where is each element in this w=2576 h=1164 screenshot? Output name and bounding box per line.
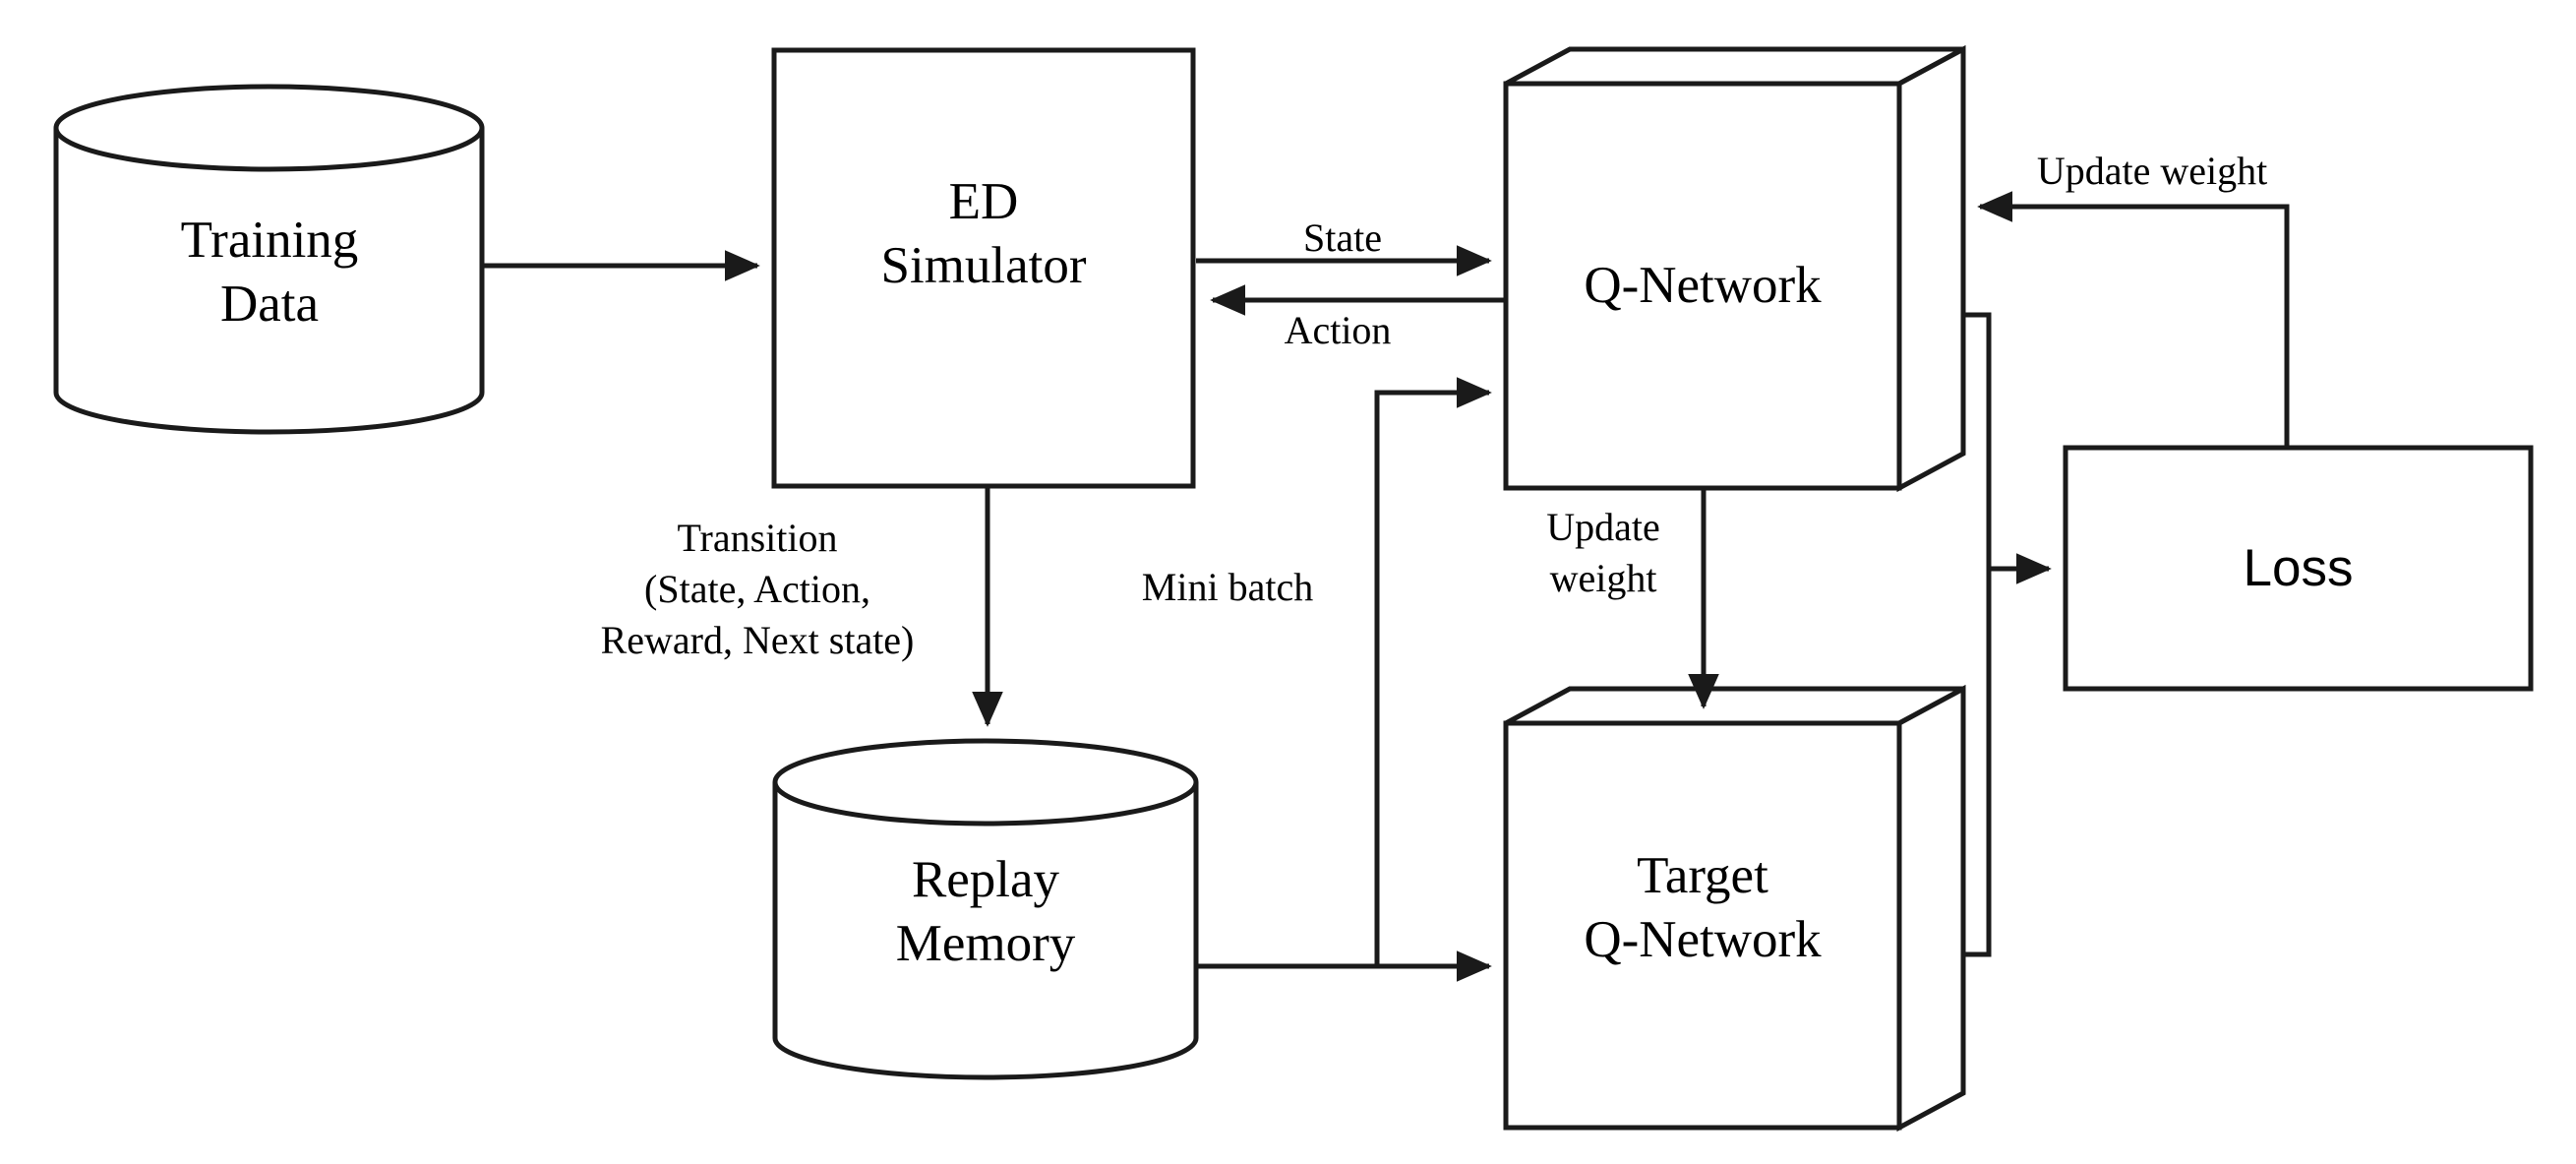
hit-ed-simulator[interactable] — [774, 50, 1193, 486]
node-replay-memory[interactable] — [772, 738, 1199, 1080]
edge-loss-to-q-network-update-weight — [1977, 191, 2290, 448]
hit-target-q-network[interactable] — [1506, 689, 1963, 1128]
node-q-network[interactable] — [1503, 44, 1966, 493]
node-ed-simulator[interactable] — [771, 47, 1196, 489]
hit-q-network[interactable] — [1506, 49, 1963, 488]
node-loss[interactable] — [2063, 445, 2534, 692]
hit-replay-memory[interactable] — [775, 741, 1196, 1077]
hit-training-data[interactable] — [56, 87, 483, 433]
edge-q-network-to-loss — [1963, 312, 1992, 569]
edge-replay-memory-to-q-network-mini-batch — [1374, 377, 1492, 966]
node-target-q-network[interactable] — [1503, 684, 1966, 1133]
hit-loss[interactable] — [2066, 448, 2531, 689]
edge-target-q-network-to-loss — [1963, 569, 1992, 957]
node-training-data[interactable] — [53, 84, 485, 435]
